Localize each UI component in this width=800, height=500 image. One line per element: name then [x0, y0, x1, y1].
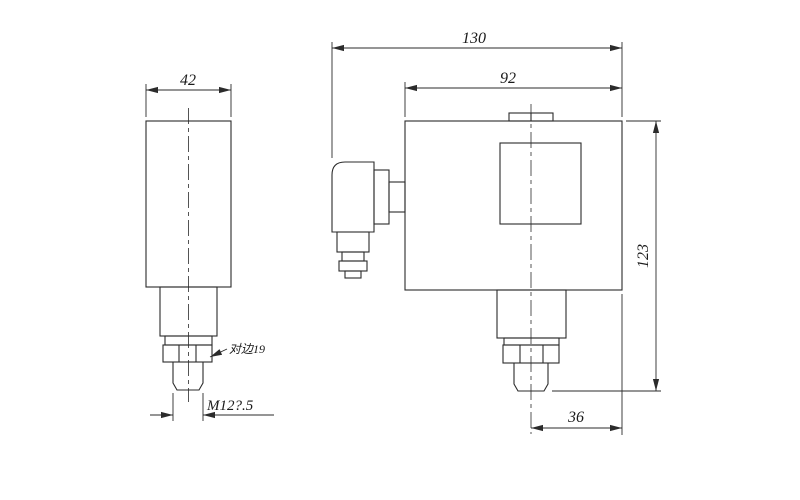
dimension-label-hex-flats: 对边19 — [229, 342, 265, 356]
connector-gland-step-outline — [341, 251, 365, 262]
dimension-label-130: 130 — [462, 30, 486, 47]
side-hex-nut-outline — [162, 344, 213, 363]
dimension-label-42: 42 — [180, 72, 196, 89]
dimension-thread: M12?.5 — [150, 393, 274, 421]
dimension-label-92: 92 — [500, 70, 516, 87]
front-thread-stub-outline — [513, 362, 549, 392]
dimension-label-thread: M12?.5 — [206, 398, 254, 414]
front-body-outline — [404, 120, 623, 291]
front-washer-outline — [503, 337, 560, 346]
side-thread-stub-outline — [172, 361, 204, 391]
dimension-overall-width: 130 — [331, 30, 623, 158]
dimension-side-width: 42 — [145, 72, 232, 117]
dimension-label-36: 36 — [567, 409, 584, 426]
front-neck-outline — [496, 289, 567, 339]
connector-flange-outline — [373, 169, 390, 225]
dimension-label-123: 123 — [635, 244, 652, 268]
front-view: 130 92 123 36 — [331, 30, 661, 435]
cable-connector — [331, 161, 406, 279]
dimension-port-offset: 36 — [531, 294, 623, 435]
connector-gland-nut-outline — [338, 260, 368, 272]
dimension-body-width: 92 — [404, 70, 622, 117]
connector-gland-tip-outline — [344, 270, 362, 279]
dimension-overall-height: 123 — [552, 120, 661, 392]
connector-elbow-outline — [331, 161, 375, 233]
hex-flats-leader: 对边19 — [209, 342, 265, 358]
side-view: 42 对边19 M12?.5 — [145, 72, 274, 421]
front-window-outline — [499, 142, 582, 225]
connector-adapter-outline — [388, 181, 406, 213]
connector-gland-outline — [336, 231, 370, 253]
